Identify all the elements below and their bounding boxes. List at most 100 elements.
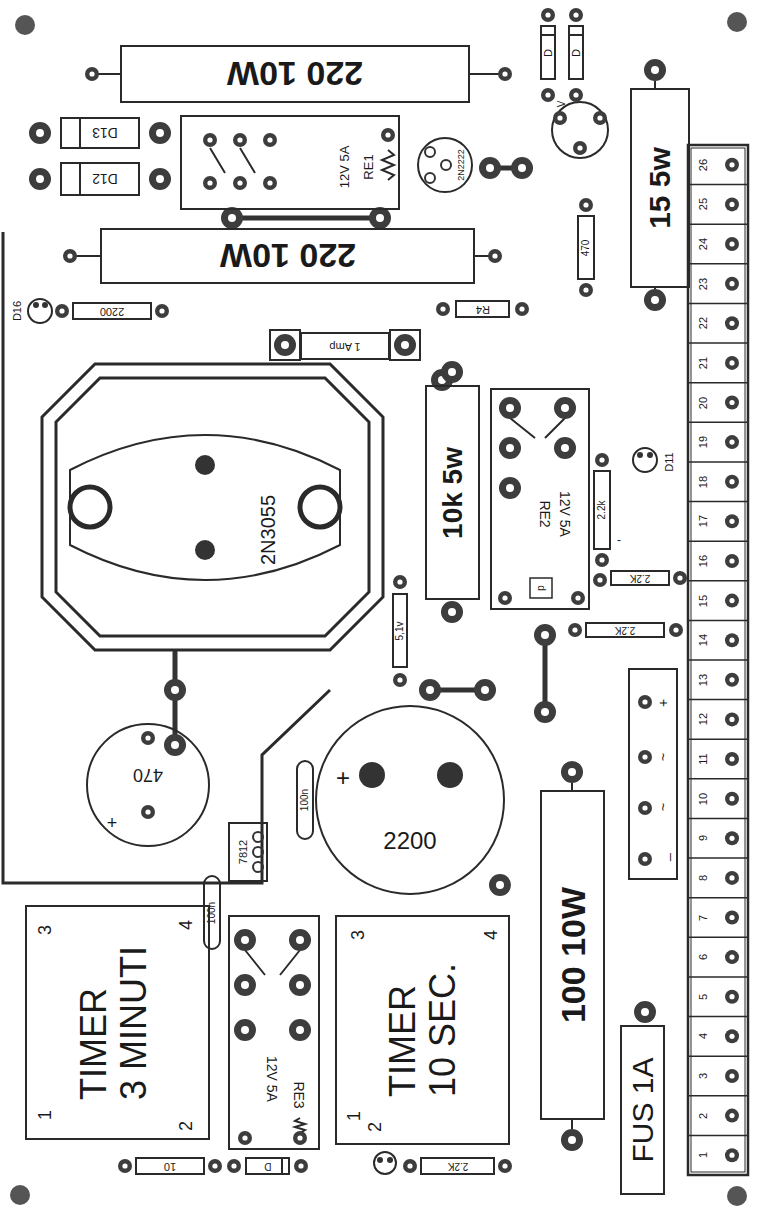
timer-module: TIMER 10 SEC. 12 3 4 xyxy=(335,915,510,1145)
led-label: D16 xyxy=(12,301,23,321)
terminal-number: 20 xyxy=(698,396,709,408)
relay: 12V 5A RE3 xyxy=(228,915,320,1150)
component-label: + xyxy=(107,814,118,832)
component-label: 10k 5w xyxy=(439,447,467,539)
component-label: 220 10W xyxy=(227,57,363,91)
transistor: 2N2222 xyxy=(417,137,473,193)
component-label: 3 xyxy=(36,925,54,935)
power-resistor: 220 10W xyxy=(120,45,470,103)
component-label: 2N2222 xyxy=(456,149,465,181)
component-label: 7812 xyxy=(237,840,248,864)
terminal-number: 4 xyxy=(698,1033,709,1039)
timer-module: TIMER 3 MINUTI1234 xyxy=(25,905,210,1140)
component-label: 15 5w xyxy=(645,147,675,229)
capacitor: 100n xyxy=(203,875,221,950)
terminal-number: 6 xyxy=(698,954,709,960)
resistor: 2.2K xyxy=(610,570,670,586)
terminal-number: 10 xyxy=(698,793,709,805)
regulator: 7812 xyxy=(228,822,268,882)
component-label: 5,1v xyxy=(395,621,405,640)
component-label: 470 xyxy=(581,239,591,256)
component-label: D xyxy=(543,49,554,57)
component-label: 100n xyxy=(300,789,310,811)
trimmer-label: V xyxy=(557,101,567,108)
component-label: 2200 xyxy=(100,306,124,317)
diode: D xyxy=(540,25,556,80)
terminal-number: 5 xyxy=(698,994,709,1000)
component-label: 2.2K xyxy=(615,625,636,635)
led-label: D11 xyxy=(664,452,675,471)
component-label: TIMER 10 SEC. xyxy=(383,963,462,1097)
component-label: D xyxy=(264,1161,271,1171)
component-label: _ xyxy=(656,853,670,861)
component-label: RE1 xyxy=(361,154,374,179)
diode: D12 xyxy=(60,162,140,196)
resistor: 470 xyxy=(577,215,595,280)
component-label: 3 xyxy=(349,930,367,940)
zener-diode: 5,1v xyxy=(392,593,408,668)
terminal-number: 13 xyxy=(698,674,709,686)
capacitor: 470 + xyxy=(86,723,210,847)
component-label: D13 xyxy=(92,126,118,140)
component-label: 1 xyxy=(36,1110,54,1120)
diode: D xyxy=(245,1157,290,1175)
bridge-rectifier: _ ~ ~ + xyxy=(628,668,678,880)
component-label: 2N3055 xyxy=(258,495,278,565)
power-resistor: 10k 5w xyxy=(425,385,480,600)
terminal-number: 22 xyxy=(698,317,709,329)
relay: 12V 5ARE2 xyxy=(490,388,590,610)
component-label: 2200 xyxy=(383,829,436,853)
component-label: TIMER 3 MINUTI xyxy=(74,945,153,1099)
component-label: 12V 5A xyxy=(265,1056,279,1102)
component-label: ~ xyxy=(656,803,670,811)
terminal-number: 14 xyxy=(698,634,709,646)
resistor: 2200 xyxy=(72,302,152,320)
power-transistor: 2N3055 xyxy=(40,362,385,652)
heatsink-outline xyxy=(40,362,385,652)
component-label: 100 10W xyxy=(556,887,590,1023)
component-label: RE2 xyxy=(538,501,552,528)
component-label: 470 xyxy=(133,766,163,784)
component-label: R4 xyxy=(475,304,489,315)
terminal-number: 1 xyxy=(698,1152,709,1158)
component-label: 12V 5A xyxy=(338,146,351,189)
terminal-number: 19 xyxy=(698,436,709,448)
terminal-number: 25 xyxy=(698,198,709,210)
component-label: 2 xyxy=(366,1122,384,1132)
component-label: RE3 xyxy=(292,1081,306,1108)
component-label: FUS 1A xyxy=(628,1057,658,1162)
component-label: 10 xyxy=(164,1161,176,1172)
component-label: D xyxy=(571,49,582,57)
relay: 12V 5A RE1 xyxy=(180,115,400,210)
terminal-number: 23 xyxy=(698,278,709,290)
terminal-number: 2 xyxy=(698,1113,709,1119)
component-label: + xyxy=(656,699,670,707)
terminal-number: 26 xyxy=(698,159,709,171)
component-label: 1 xyxy=(345,1111,363,1121)
coil-mark: d xyxy=(536,585,546,591)
terminal-number: 24 xyxy=(698,238,709,250)
component-label: 4 xyxy=(482,930,500,940)
resistor: 2.2k xyxy=(593,470,611,550)
component-label: 1 Amp xyxy=(329,341,360,352)
component-label: 220 10W xyxy=(219,239,355,273)
component-label: D12 xyxy=(92,172,118,186)
resistor: R4 xyxy=(455,300,510,318)
resistor: 2.2K xyxy=(420,1157,495,1175)
terminal-number: 12 xyxy=(698,713,709,725)
component-label: 4 xyxy=(177,920,195,930)
component-label: + xyxy=(336,766,350,790)
power-resistor: 220 10W xyxy=(100,228,475,284)
polarity-mark: - xyxy=(617,534,621,546)
terminal-number: 3 xyxy=(698,1073,709,1079)
fuse: FUS 1A xyxy=(620,1025,665,1195)
component-label: 2.2K xyxy=(630,573,651,583)
fuse-holder: 1 Amp xyxy=(300,332,390,360)
power-resistor: 15 5w xyxy=(630,88,690,288)
terminal-number: 11 xyxy=(698,753,709,764)
resistor: 10 xyxy=(135,1157,205,1175)
component-label: ~ xyxy=(656,753,670,761)
component-label: 2.2K xyxy=(447,1161,468,1171)
terminal-number: 21 xyxy=(698,357,709,369)
